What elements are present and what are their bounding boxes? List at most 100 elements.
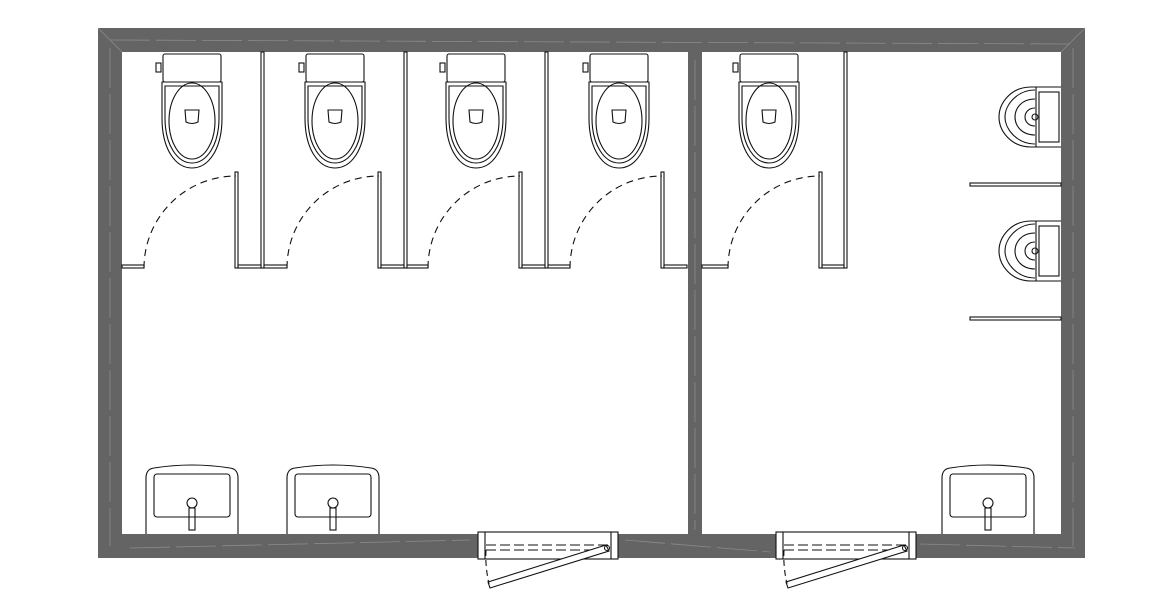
toilet-tank	[446, 53, 506, 83]
entrance-door	[775, 531, 917, 589]
stall-partition	[403, 51, 408, 269]
toilet-drain	[327, 109, 343, 125]
door-leaf	[487, 544, 610, 589]
wall-highlight	[129, 539, 471, 549]
stall-door-swing	[286, 175, 380, 269]
faucet-head	[327, 497, 339, 509]
urinal-screen	[969, 316, 1062, 321]
flush-handle	[732, 62, 739, 73]
urinal-rim	[1004, 223, 1036, 279]
toilet-drain	[184, 109, 200, 125]
door-hinge	[603, 544, 611, 552]
stall-door-jamb	[377, 171, 382, 269]
toilet-bowl-outer	[304, 81, 366, 169]
urinal	[998, 220, 1061, 282]
faucet-spout	[329, 507, 337, 531]
toilet-bowl-outer	[738, 81, 800, 169]
bottom-wall	[98, 534, 478, 558]
door-leaf	[785, 544, 908, 589]
flush-handle	[439, 62, 446, 73]
wall-highlight	[919, 543, 1076, 549]
entrance-doors	[477, 531, 917, 589]
stall-door-swing	[143, 175, 237, 269]
urinal-rim	[1004, 89, 1036, 145]
toilet-bowl-rim	[164, 85, 220, 164]
stall-front	[237, 264, 262, 269]
toilet	[298, 53, 366, 169]
stall-front	[380, 264, 405, 269]
sink-counter	[286, 464, 380, 534]
stall-door-jamb	[660, 171, 665, 269]
sink-basin	[294, 473, 372, 518]
stall-door-swing	[427, 175, 521, 269]
top-wall	[98, 28, 1085, 52]
urinals	[969, 86, 1062, 321]
door-hinge	[901, 544, 909, 552]
stall-front	[547, 264, 571, 269]
toilet-seat	[311, 82, 359, 160]
urinal-basin	[1014, 232, 1036, 270]
urinal-basin-inner	[1024, 241, 1036, 261]
toilet	[155, 53, 223, 169]
flush-handle	[298, 62, 305, 73]
urinal-screen	[969, 182, 1062, 187]
sink-counter	[941, 464, 1035, 534]
urinal-mount	[1038, 91, 1060, 143]
faucet-head	[186, 497, 198, 509]
toilet-stall	[121, 51, 265, 269]
wall-corner	[1060, 27, 1086, 53]
toilet-stall	[263, 51, 408, 269]
entrance-door	[477, 531, 619, 589]
stall-door-swing	[727, 175, 821, 269]
walls	[97, 27, 1086, 558]
toilet-stall	[701, 51, 848, 269]
stall-front	[263, 264, 288, 269]
stall-door-jamb	[818, 171, 823, 269]
urinal-basin	[1014, 98, 1036, 136]
faucet-spout	[188, 507, 196, 531]
toilet-bowl-rim	[741, 85, 797, 164]
urinal-drain	[1031, 247, 1039, 255]
stall-front	[663, 264, 688, 269]
sink-basin	[949, 473, 1027, 518]
stall-front	[821, 264, 845, 269]
sink-counter	[145, 464, 239, 534]
stall-partition	[843, 51, 848, 269]
toilet-bowl-outer	[445, 81, 507, 169]
toilet	[582, 53, 650, 169]
wall-corner	[97, 27, 123, 53]
stall-partition	[544, 51, 549, 269]
stall-front	[521, 264, 546, 269]
stall-front	[406, 264, 429, 269]
stall-front	[701, 264, 729, 269]
door-swing	[485, 549, 490, 585]
flush-handle	[582, 62, 589, 73]
toilet-tank	[739, 53, 799, 83]
sink	[145, 464, 239, 534]
toilet-stall	[547, 53, 688, 269]
urinal-outer	[998, 86, 1061, 148]
toilet-stalls	[121, 51, 848, 269]
toilet-bowl-outer	[161, 81, 223, 169]
sinks	[145, 464, 1035, 534]
toilet-seat	[452, 82, 500, 160]
faucet-head	[982, 497, 994, 509]
toilet-bowl-rim	[448, 85, 504, 164]
flush-handle	[155, 62, 162, 73]
toilet-seat	[745, 82, 793, 160]
stall-door-swing	[569, 175, 663, 269]
toilet-bowl-rim	[591, 85, 647, 164]
sink	[941, 464, 1035, 534]
urinal-drain	[1031, 113, 1039, 121]
toilet-drain	[611, 109, 627, 125]
toilet-tank	[305, 53, 365, 83]
toilet	[439, 53, 507, 169]
wall-highlight	[624, 539, 771, 553]
sink-basin	[153, 473, 231, 518]
toilet-drain	[468, 109, 484, 125]
toilet-tank	[162, 53, 222, 83]
toilet-stall	[406, 51, 549, 269]
stall-partition	[260, 51, 265, 269]
toilet-seat	[168, 82, 216, 160]
